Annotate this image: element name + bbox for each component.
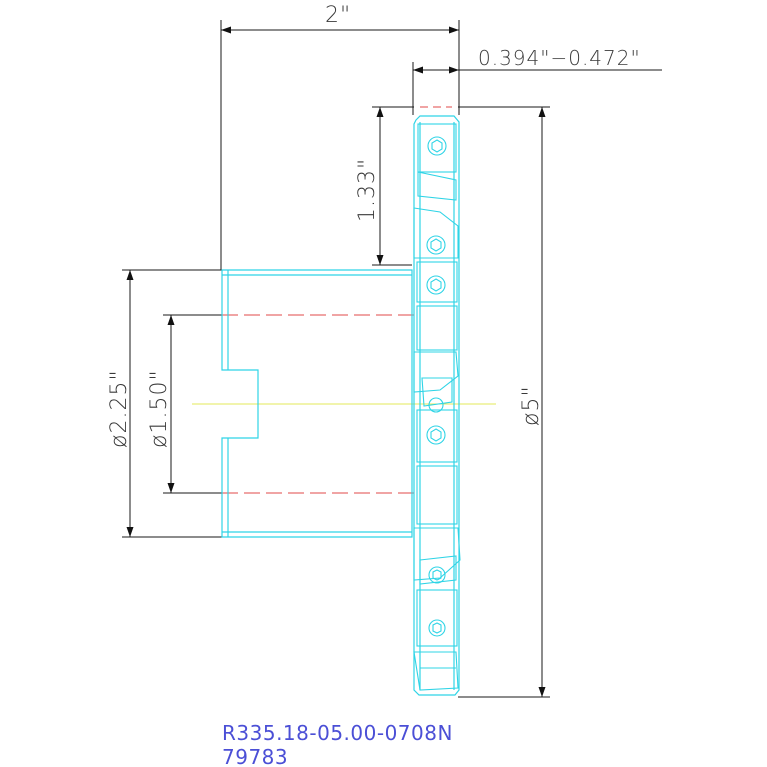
clamp-screws (426, 136, 447, 637)
overall-length-label: 2" (325, 3, 351, 28)
screw-5 (428, 566, 446, 584)
screw-4 (426, 425, 446, 445)
cutting-width-label: 0.394"−0.472" (478, 46, 641, 70)
insert-offset-dimension (372, 106, 414, 266)
insert-pockets (413, 123, 461, 691)
bore-diameter-dimension (163, 314, 222, 494)
insert-offset-label: 1.33" (355, 158, 380, 222)
screw-6 (428, 619, 446, 637)
hub-body (221, 269, 413, 538)
item-code: 79783 (222, 745, 288, 767)
hub-diameter-label: ø2.25" (107, 369, 132, 448)
hub-diameter-dimension (122, 269, 222, 538)
part-number: R335.18-05.00-0708N (222, 721, 453, 745)
cutter-disc (413, 115, 460, 696)
screw-7 (428, 397, 444, 413)
bore-diameter-label: ø1.50" (147, 369, 172, 448)
cutter-diameter-dimension (458, 106, 550, 698)
overall-length-dimension (220, 20, 460, 270)
screw-2 (426, 235, 446, 255)
cutting-width-dimension (412, 62, 662, 115)
screw-3 (426, 275, 446, 295)
screw-1 (427, 136, 447, 156)
cutter-diameter-label: ø5" (519, 385, 544, 426)
